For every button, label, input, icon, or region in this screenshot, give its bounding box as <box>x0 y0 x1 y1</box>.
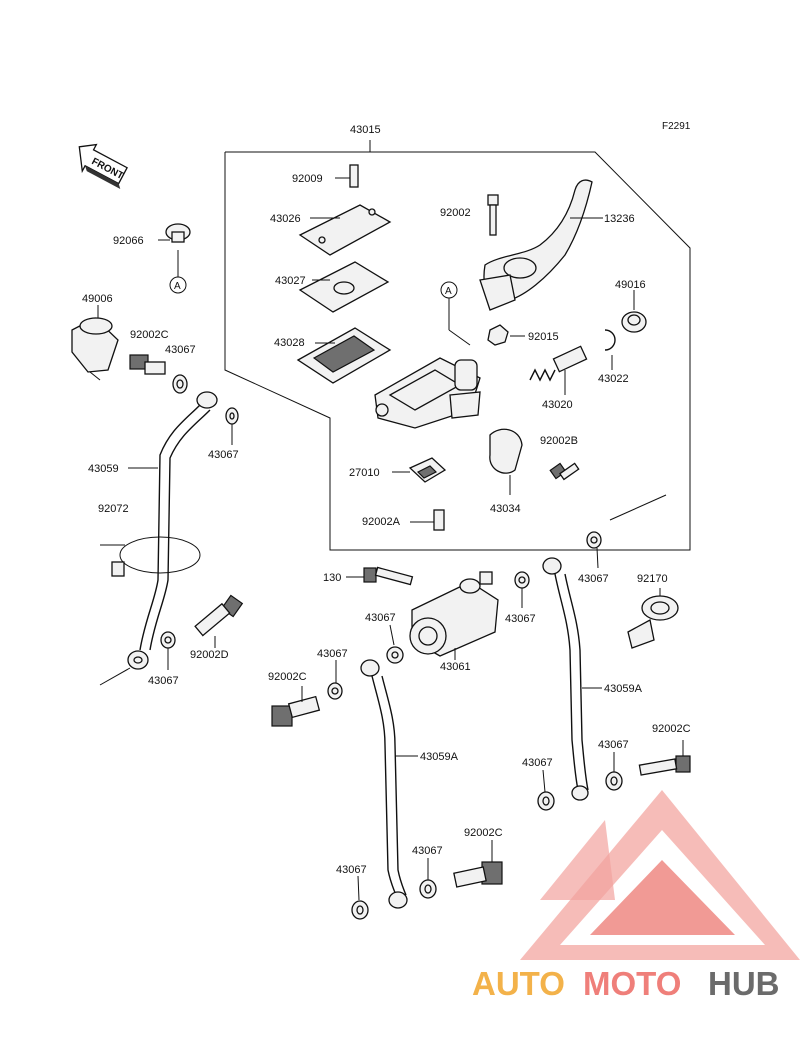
label-92002C-b: 92002C <box>652 723 691 735</box>
bolt-130 <box>346 566 414 586</box>
washer-43067-i <box>327 660 343 700</box>
label-92009: 92009 <box>292 173 323 185</box>
washer-43067-k <box>351 875 369 920</box>
brake-hose-43059 <box>99 391 218 686</box>
ref-letter: A <box>174 281 181 292</box>
circlip-43022 <box>604 329 616 370</box>
label-43059A-a: 43059A <box>604 683 643 695</box>
label-92015: 92015 <box>528 331 559 343</box>
label-43067-e: 43067 <box>505 613 536 625</box>
front-arrow-icon: FRONT <box>78 143 128 190</box>
cover-49006 <box>71 305 119 381</box>
label-49016: 49016 <box>615 279 646 291</box>
brake-lever-13236 <box>479 179 593 311</box>
ref-letter: A <box>445 286 452 297</box>
watermark-logo <box>520 790 800 960</box>
clamp-43034 <box>489 428 523 495</box>
brake-hose-43059A-middle <box>360 659 418 909</box>
washer-43067-d <box>386 624 404 664</box>
bolt-92002C-top <box>129 354 166 375</box>
label-92002: 92002 <box>440 207 471 219</box>
washer-43067-g <box>605 752 623 791</box>
label-92002D: 92002D <box>190 649 229 661</box>
label-92066: 92066 <box>113 235 144 247</box>
label-92002B: 92002B <box>540 435 578 447</box>
washer-43067-f <box>586 494 667 569</box>
label-43059: 43059 <box>88 463 119 475</box>
label-43067-i: 43067 <box>317 648 348 660</box>
label-92002C-a: 92002C <box>130 329 169 341</box>
label-43067-j: 43067 <box>412 845 443 857</box>
washer-43067-c <box>160 631 176 670</box>
watermark-hub: HUB <box>708 965 780 1002</box>
bolt-92002C-right <box>638 740 691 776</box>
label-43067-b: 43067 <box>208 449 239 461</box>
bolt-92002C-left <box>271 686 321 727</box>
ref-circle-a-top: A <box>440 281 471 346</box>
watermark-text: AUTO MOTO HUB <box>472 965 780 1002</box>
label-43059A-b: 43059A <box>420 751 459 763</box>
bolt-92002D <box>194 594 244 648</box>
label-43020: 43020 <box>542 399 573 411</box>
bolt-92002C-bottom <box>453 840 503 888</box>
label-43028: 43028 <box>274 337 305 349</box>
piston-kit-43020 <box>529 345 588 395</box>
screw-92002A <box>410 509 445 531</box>
label-43027: 43027 <box>275 275 306 287</box>
label-27010: 27010 <box>349 467 380 479</box>
label-43067-d: 43067 <box>365 612 396 624</box>
label-43026: 43026 <box>270 213 301 225</box>
label-92002C-c: 92002C <box>268 671 307 683</box>
master-cylinder-body <box>374 357 481 429</box>
nut-92015 <box>487 324 525 346</box>
screw-92009 <box>335 164 359 188</box>
label-92072: 92072 <box>98 503 129 515</box>
label-43015: 43015 <box>350 124 381 136</box>
label-130: 130 <box>323 572 341 584</box>
label-43067-h: 43067 <box>522 757 553 769</box>
assembly-boundary <box>224 151 691 551</box>
label-43067-c: 43067 <box>148 675 179 687</box>
switch-27010 <box>392 457 447 483</box>
label-49006: 49006 <box>82 293 113 305</box>
washer-43067-j <box>419 858 437 899</box>
label-43067-f: 43067 <box>578 573 609 585</box>
bolt-92002B <box>549 462 580 481</box>
washer-43067-a <box>172 374 188 394</box>
label-43034: 43034 <box>490 503 521 515</box>
band-92072 <box>100 536 201 577</box>
joint-43061 <box>409 571 499 660</box>
label-43067-a: 43067 <box>165 344 196 356</box>
cap-92066 <box>158 223 191 243</box>
label-43022: 43022 <box>598 373 629 385</box>
pivot-bolt-92002 <box>487 194 499 236</box>
boot-49016 <box>621 290 647 333</box>
diaphragm-43028 <box>296 327 392 384</box>
washer-43067-e <box>514 571 530 608</box>
brake-hose-43059A-right <box>542 557 602 801</box>
label-92170: 92170 <box>637 573 668 585</box>
label-43067-g: 43067 <box>598 739 629 751</box>
label-92002C-d: 92002C <box>464 827 503 839</box>
plate-43027 <box>298 261 390 313</box>
washer-43067-b <box>225 407 239 445</box>
ref-circle-a-left: A <box>169 250 187 294</box>
label-92002A: 92002A <box>362 516 401 528</box>
watermark-moto: MOTO <box>583 965 681 1002</box>
watermark-auto: AUTO <box>472 965 565 1002</box>
label-13236: 13236 <box>604 213 635 225</box>
reservoir-cap-43026 <box>298 204 392 256</box>
label-43061: 43061 <box>440 661 471 673</box>
label-43067-k: 43067 <box>336 864 367 876</box>
clamp-92170 <box>627 588 679 649</box>
diagram-id-code: F2291 <box>662 121 691 132</box>
washer-43067-h <box>537 769 555 811</box>
